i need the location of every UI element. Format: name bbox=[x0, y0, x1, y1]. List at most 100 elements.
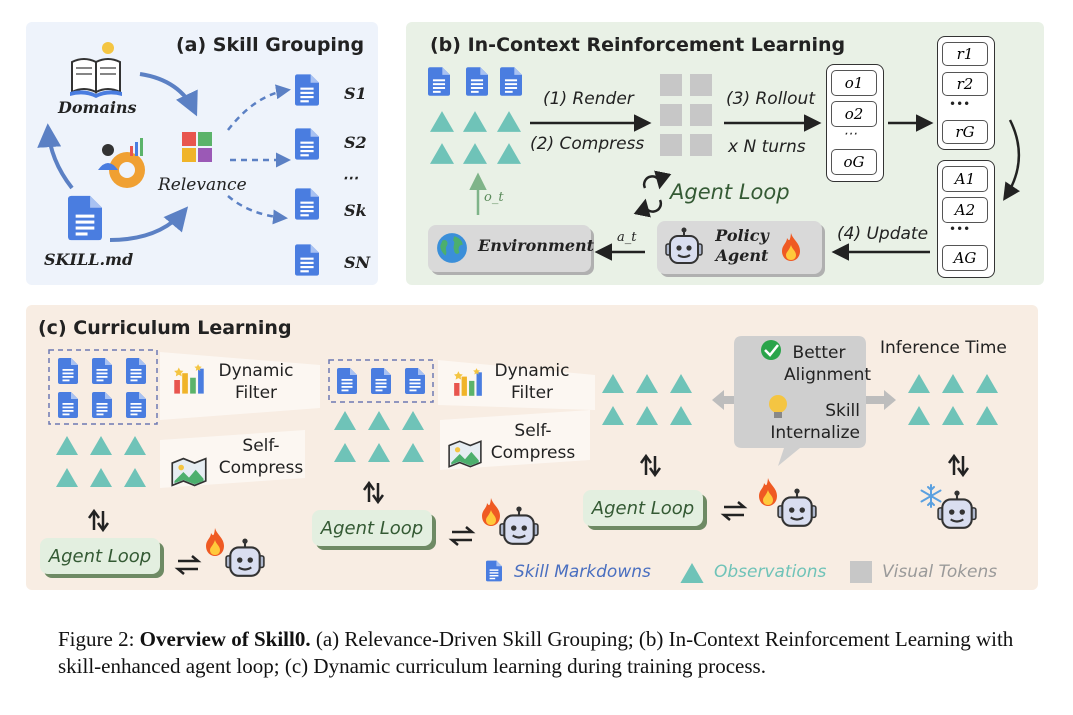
skill-label-s2: S2 bbox=[344, 133, 367, 152]
agent-loop-chip: Agent Loop bbox=[312, 510, 432, 546]
panel-a-title: (a) Skill Grouping bbox=[176, 34, 365, 56]
self-compress-icon bbox=[171, 457, 207, 487]
observation-triangle bbox=[976, 406, 998, 425]
skill-doc-icon bbox=[295, 74, 319, 106]
skill-doc-icon bbox=[500, 67, 522, 96]
skill-label-ellipsis: ⋯ bbox=[342, 168, 358, 187]
observation-triangle bbox=[976, 374, 998, 393]
skill-md-doc-icon bbox=[68, 195, 102, 241]
reward-box: r2 bbox=[942, 72, 988, 96]
legend-skill-markdowns: Skill Markdowns bbox=[514, 562, 651, 582]
skill-doc-icon bbox=[295, 188, 319, 220]
observation-triangle bbox=[124, 468, 146, 487]
observation-triangle bbox=[670, 374, 692, 393]
robot-icon bbox=[937, 490, 977, 529]
observation-triangle bbox=[497, 111, 521, 132]
observation-triangle bbox=[56, 436, 78, 455]
rollout-label: (3) Rollout bbox=[726, 89, 815, 109]
robot-icon bbox=[225, 538, 265, 577]
observation-triangle bbox=[334, 443, 356, 462]
domains-label: Domains bbox=[58, 98, 137, 117]
observation-triangle bbox=[602, 374, 624, 393]
skill-label-sn: SN bbox=[344, 253, 371, 272]
observation-triangle bbox=[942, 406, 964, 425]
exchange-arrows-icon bbox=[362, 480, 385, 505]
skill-internalize-label: Skill Internalize bbox=[770, 401, 860, 443]
skill-label-s1: S1 bbox=[344, 84, 367, 103]
dynamic-filter-label: Dynamic Filter bbox=[218, 361, 294, 403]
legend-visual-tokens: Visual Tokens bbox=[882, 562, 998, 582]
observation-triangle bbox=[497, 143, 521, 164]
observation-triangle bbox=[636, 406, 658, 425]
a-t-label: a_t bbox=[617, 230, 637, 245]
skill-doc-icon bbox=[126, 358, 146, 384]
exchange-arrows-icon bbox=[639, 453, 662, 478]
skill-doc-icon bbox=[337, 368, 357, 394]
exchange-arrows-icon bbox=[174, 555, 202, 575]
puzzle-icon bbox=[182, 132, 212, 162]
panel-c-title: (c) Curriculum Learning bbox=[38, 317, 292, 339]
advantage-box: A2 bbox=[942, 197, 988, 223]
skill-label-sk: Sk bbox=[344, 201, 367, 220]
caption-text: (a) Relevance-Driven Skill Grouping; (b)… bbox=[58, 627, 1014, 678]
skill-doc-icon bbox=[58, 358, 78, 384]
book-icon bbox=[70, 42, 122, 98]
observation-triangle bbox=[56, 468, 78, 487]
observation-triangle bbox=[90, 468, 112, 487]
skill-doc-icon bbox=[126, 392, 146, 418]
output-ellipsis: ⋯ bbox=[843, 126, 857, 142]
fire-icon bbox=[759, 478, 777, 506]
figure-caption: Figure 2: Overview of Skill0. (a) Releva… bbox=[58, 626, 1058, 680]
caption-bold: Overview of Skill0. bbox=[139, 627, 311, 651]
o-t-label: o_t bbox=[484, 190, 504, 205]
output-box: oG bbox=[831, 149, 877, 175]
observation-triangle bbox=[430, 143, 454, 164]
observation-triangle bbox=[402, 411, 424, 430]
robot-icon bbox=[499, 506, 539, 545]
observation-triangle bbox=[908, 374, 930, 393]
loop-icon bbox=[633, 170, 672, 218]
speech-bubble bbox=[734, 336, 866, 466]
skill-doc-icon bbox=[92, 392, 112, 418]
skill-doc-icon bbox=[58, 392, 78, 418]
observation-triangle bbox=[908, 406, 930, 425]
skill-doc-icon bbox=[92, 358, 112, 384]
update-label: (4) Update bbox=[837, 224, 929, 244]
advantage-ellipsis: ••• bbox=[949, 222, 971, 236]
observation-triangle bbox=[334, 411, 356, 430]
reward-box: rG bbox=[942, 120, 988, 144]
skill-doc-icon bbox=[295, 128, 319, 160]
legend-triangle-icon bbox=[680, 563, 704, 583]
gear-person-icon bbox=[98, 138, 145, 188]
environment-label: Environment bbox=[478, 236, 595, 255]
skill-doc-icon bbox=[466, 67, 488, 96]
exchange-arrows-icon bbox=[947, 453, 970, 478]
caption-label: Figure 2: bbox=[58, 627, 135, 651]
legend-gray-square bbox=[850, 561, 872, 583]
reward-box: r1 bbox=[942, 42, 988, 66]
observation-triangle bbox=[463, 143, 487, 164]
self-compress-icon bbox=[448, 440, 482, 468]
output-box: o1 bbox=[831, 70, 877, 96]
fire-icon bbox=[206, 528, 224, 556]
agent-loop-label: Agent Loop bbox=[670, 180, 790, 204]
render-label: (1) Render bbox=[543, 89, 634, 109]
self-compress-label: Self-Compress bbox=[490, 421, 576, 463]
exchange-arrows-icon bbox=[720, 501, 748, 521]
observation-triangle bbox=[402, 443, 424, 462]
snowflake-icon bbox=[920, 484, 942, 508]
exchange-arrows-icon bbox=[87, 508, 110, 533]
n-turns-label: x N turns bbox=[728, 137, 806, 157]
inference-time-label: Inference Time bbox=[880, 338, 1007, 358]
skill-md-label: SKILL.md bbox=[44, 250, 134, 269]
advantage-box: AG bbox=[942, 245, 988, 271]
legend-doc-icon bbox=[486, 560, 502, 582]
observation-triangle bbox=[636, 374, 658, 393]
compress-label: (2) Compress bbox=[530, 134, 645, 154]
lightbulb-icon bbox=[769, 395, 787, 418]
observation-triangle bbox=[942, 374, 964, 393]
observation-triangle bbox=[368, 443, 390, 462]
observation-triangle bbox=[430, 111, 454, 132]
skill-doc-icon bbox=[295, 244, 319, 276]
